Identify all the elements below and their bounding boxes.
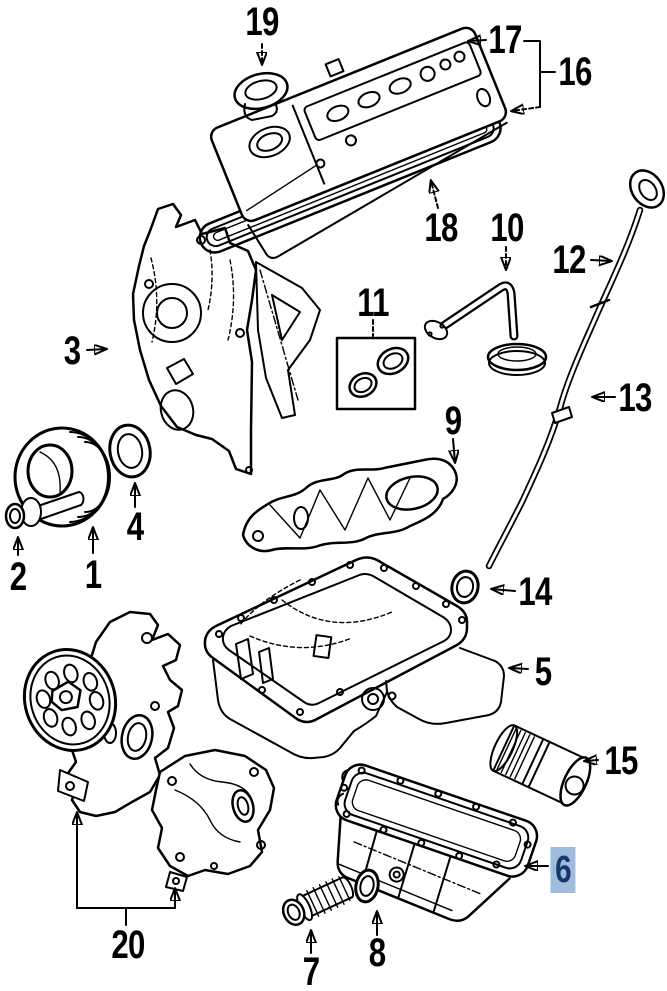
arrow-14 [492, 589, 516, 591]
callout-2: 2 [9, 555, 27, 599]
arrow-15 [585, 760, 599, 761]
callout-arrows [18, 40, 616, 954]
arrow-12 [590, 260, 611, 261]
oil-cap-drawing [233, 71, 289, 121]
dipstick-seal-drawing [450, 569, 480, 605]
callout-16: 16 [558, 50, 592, 94]
callout-3: 3 [63, 329, 81, 373]
oil-pickup-tube-drawing [423, 281, 548, 376]
callout-14: 14 [518, 570, 552, 614]
arrow-16-lower [512, 107, 541, 111]
callout-11: 11 [357, 281, 389, 325]
timing-cover-drawing [131, 202, 258, 476]
gasket-kit-box-drawing [335, 336, 417, 411]
callout-13: 13 [618, 376, 652, 420]
callout-8: 8 [368, 931, 386, 975]
drain-plug-drawing [281, 876, 355, 927]
callout-17: 17 [488, 18, 522, 62]
callout-4: 4 [126, 505, 144, 549]
valve-cover-drawing [209, 26, 508, 259]
callout-7: 7 [302, 950, 320, 991]
pulley-bolt-drawing [4, 491, 85, 530]
pump-assembly-drawing [22, 610, 276, 892]
callout-20: 20 [111, 923, 145, 967]
callout-10: 10 [490, 206, 524, 250]
arrow-5 [510, 668, 529, 669]
timing-cover-bracket-drawing [255, 261, 321, 419]
callout-5: 5 [534, 650, 552, 694]
callout-15: 15 [604, 739, 638, 783]
baffle-plate-drawing [241, 457, 458, 553]
bracket-16 [523, 40, 541, 108]
callout-19: 19 [245, 0, 279, 44]
drain-washer-drawing [354, 868, 380, 904]
callout-1: 1 [84, 553, 102, 597]
oil-filter-drawing [489, 724, 592, 807]
upper-oil-pan-drawing [203, 556, 505, 760]
arrow-17 [469, 40, 487, 41]
arrow-18 [431, 181, 438, 209]
arrow-3 [86, 349, 106, 350]
callout-12: 12 [552, 238, 586, 282]
dipstick-drawing [485, 169, 666, 570]
lower-oil-pan-drawing [334, 763, 539, 922]
crank-seal-drawing [108, 423, 152, 479]
callout-6-highlighted: 6 [550, 847, 576, 893]
callout-18: 18 [424, 206, 458, 250]
arrow-9 [453, 438, 455, 462]
callout-9: 9 [444, 399, 462, 443]
